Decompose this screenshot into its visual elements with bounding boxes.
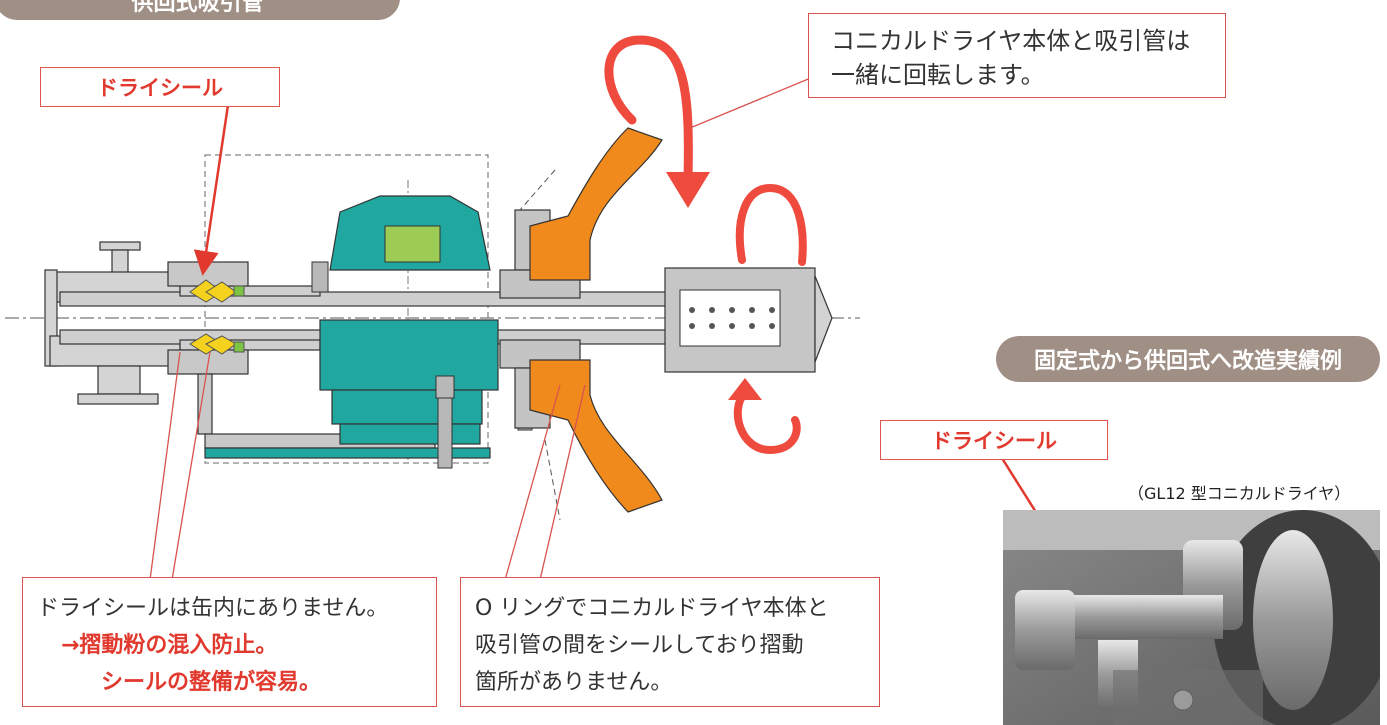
oring-note-line2: 吸引管の間をシールしており摺動	[475, 633, 804, 658]
seal-note-box: ドライシールは缶内にありません。 →摺動粉の混入防止。 シールの整備が容易。	[22, 577, 437, 707]
rotate-note-line1: コニカルドライヤ本体と吸引管は	[831, 27, 1191, 55]
seal-note-line2: →摺動粉の混入防止。	[61, 633, 278, 658]
photo-caption: （GL12 型コニカルドライヤ）	[1128, 484, 1351, 503]
rotation-arrowhead-down	[666, 172, 710, 208]
rotate-note-line2: 一緒に回転します。	[831, 61, 1045, 89]
photo-seal-label: ドライシール	[880, 420, 1108, 460]
suction-holes	[689, 307, 775, 329]
retrofit-photo-image	[1003, 510, 1380, 725]
header-pill-text: 供回式吸引管	[131, 0, 264, 16]
callout-leaders	[149, 69, 831, 581]
dry-seal-label: ドライシール	[40, 67, 280, 107]
dry-seal-pointer	[193, 104, 230, 276]
dry-seal-label-text: ドライシール	[97, 76, 223, 100]
photo-seal-label-text: ドライシール	[931, 429, 1057, 453]
rotation-arrow-right	[733, 183, 807, 455]
rotate-note-box: コニカルドライヤ本体と吸引管は 一緒に回転します。	[808, 13, 1226, 98]
oring-note-line1: O リングでコニカルドライヤ本体と	[475, 596, 829, 621]
left-tee-fitting	[44, 241, 181, 405]
bearing-body	[204, 195, 499, 459]
bearing-insert	[384, 225, 441, 263]
rotation-arrow-left	[604, 35, 693, 183]
conical-body-wall	[529, 127, 663, 513]
suction-head-inner	[679, 289, 781, 347]
bearing-housing-outline	[204, 154, 489, 464]
seal-note-line3: シールの整備が容易。	[101, 670, 322, 695]
retrofit-pill-text: 固定式から供回式へ改造実績例	[1033, 349, 1342, 374]
oring-note-line3: 箇所がありません。	[475, 670, 673, 695]
retrofit-photo	[1003, 510, 1380, 725]
dashed-outline-right	[519, 169, 561, 521]
dry-seal-parts	[189, 279, 245, 355]
retrofit-pill: 固定式から供回式へ改造実績例	[996, 336, 1380, 382]
seal-note-line1: ドライシールは缶内にありません。	[37, 596, 389, 621]
rotation-arrowhead-up	[728, 378, 762, 400]
header-pill: 供回式吸引管	[0, 0, 400, 20]
oring-note-box: O リングでコニカルドライヤ本体と 吸引管の間をシールしており摺動 箇所がありま…	[460, 577, 880, 707]
